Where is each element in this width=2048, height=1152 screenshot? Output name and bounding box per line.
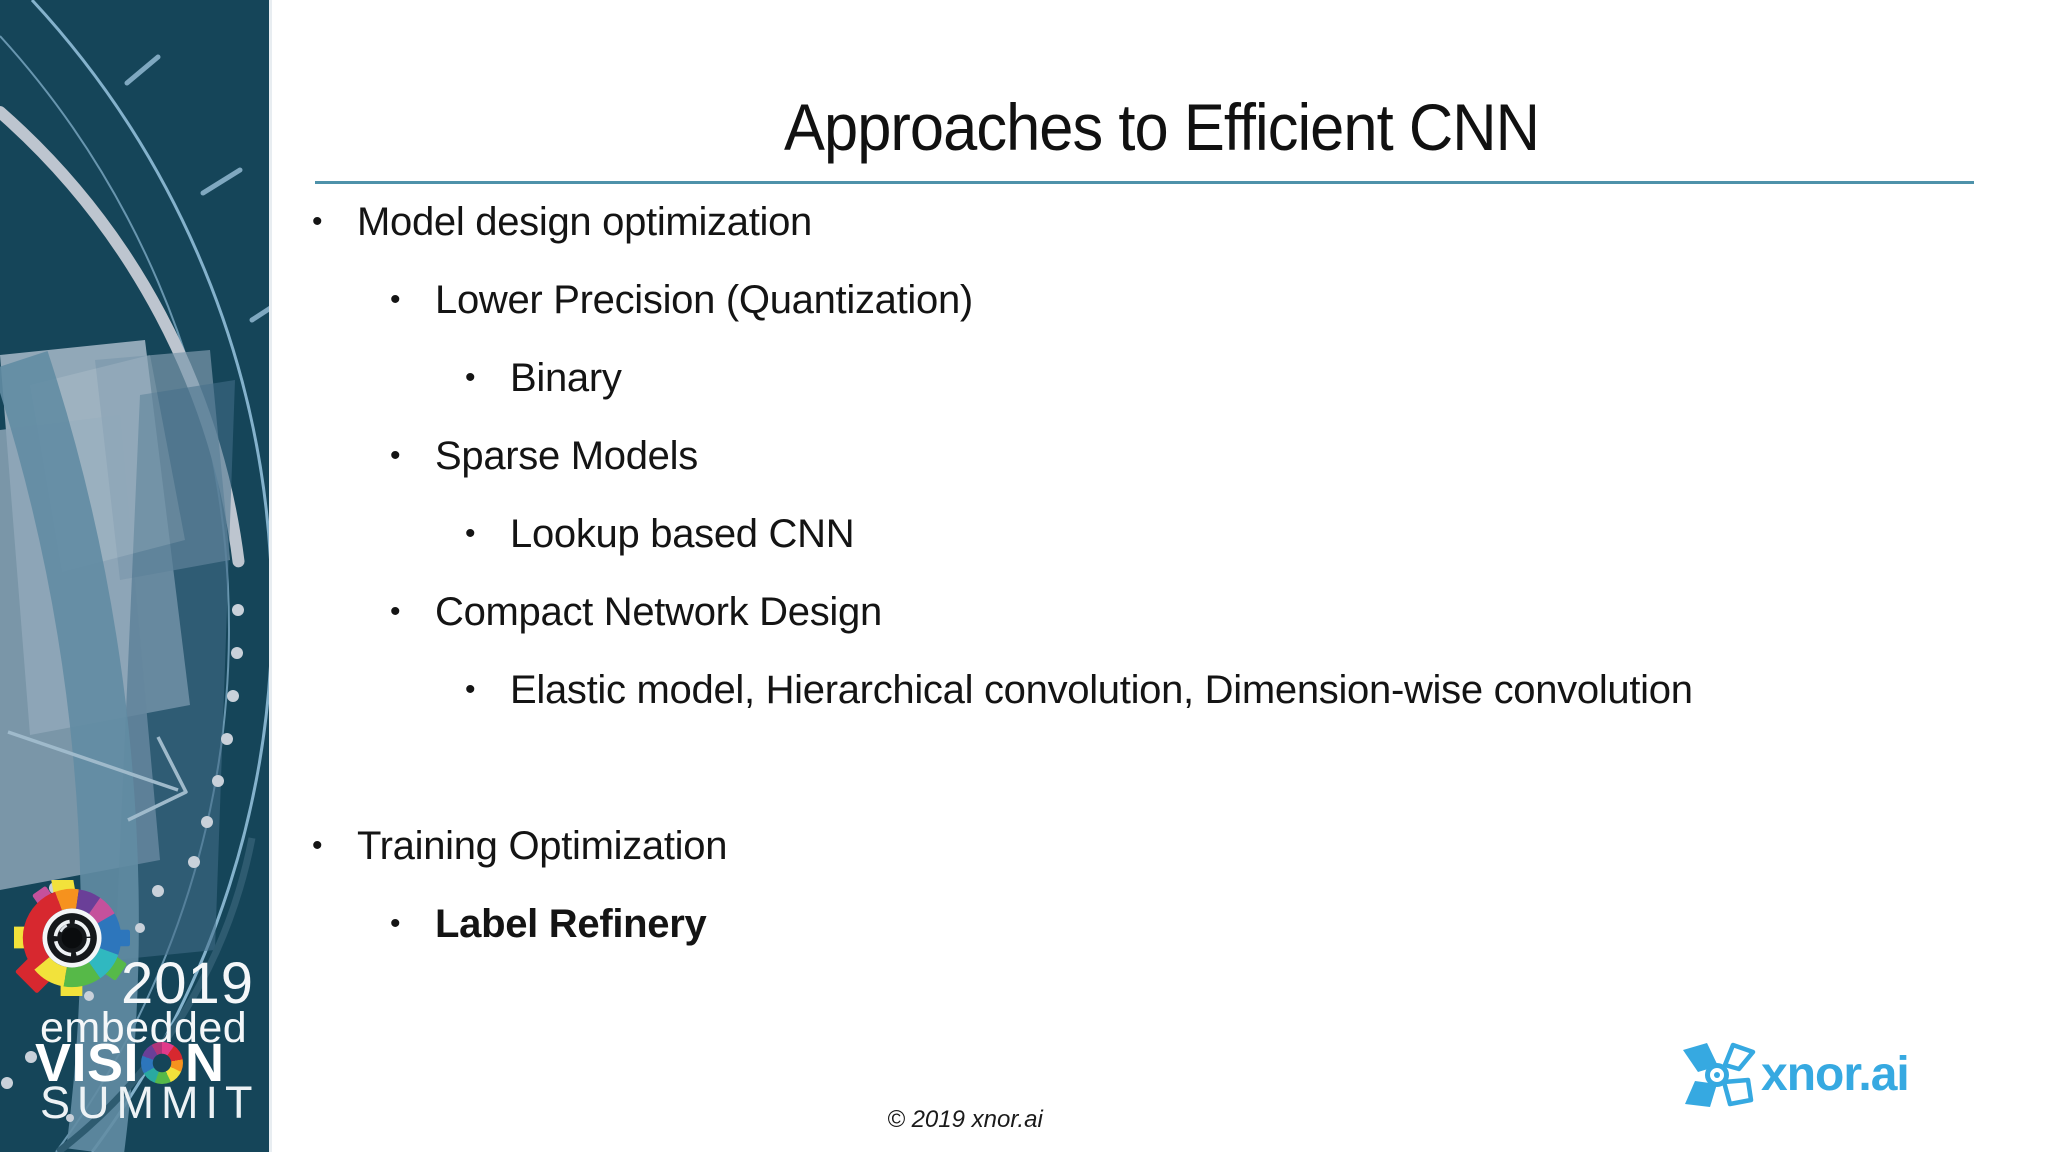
- tick-dashes: [124, 54, 269, 323]
- bullet-text: Training Optimization: [357, 823, 728, 868]
- bullet-item: • Training Optimization: [275, 807, 2048, 885]
- bullet-item: • Sparse Models: [275, 417, 2048, 495]
- bullet-item: • Label Refinery: [275, 885, 2048, 963]
- bullet-item: • Compact Network Design: [275, 573, 2048, 651]
- bullet-marker: •: [465, 673, 476, 706]
- title-underline: [315, 181, 1974, 184]
- logo-year: 2019: [121, 951, 255, 1016]
- xnor-hub-dot: [1714, 1072, 1720, 1078]
- logo-vision-post: N: [185, 1033, 225, 1093]
- bullet-marker: •: [312, 829, 323, 862]
- bullet-marker: •: [465, 361, 476, 394]
- bullet-marker: •: [390, 283, 401, 316]
- bullet-marker: •: [390, 907, 401, 940]
- bullet-marker: •: [312, 205, 323, 238]
- bullet-item: • Model design optimization: [275, 183, 2048, 261]
- bullet-text: Lower Precision (Quantization): [435, 277, 973, 322]
- swath-rect: [115, 380, 235, 960]
- bullet-text: Compact Network Design: [435, 589, 882, 634]
- arrow-outline-icon: [7, 730, 188, 822]
- aperture-eye-icon: [14, 880, 130, 996]
- footer-copyright: © 2019 xnor.ai: [887, 1106, 1043, 1133]
- logo-vision-pre: VISI: [35, 1033, 140, 1093]
- vision-summit-logo: 2019 embedded VISI N SUMMIT: [0, 860, 269, 1152]
- bullet-item: • Lookup based CNN: [275, 495, 2048, 573]
- page-title: Approaches to Efficient CNN: [783, 90, 1540, 164]
- dark-curve: [55, 837, 256, 1152]
- arc-thin-outer: [30, 0, 269, 1152]
- sidebar: 2019 embedded VISI N SUMMIT: [0, 0, 272, 1152]
- logo-embedded: embedded: [40, 1004, 248, 1052]
- aperture-color-ring: [22, 888, 122, 988]
- bullet-item: • Elastic model, Hierarchical convolution…: [275, 651, 2048, 729]
- logo-vision: VISI N: [35, 1036, 225, 1090]
- bullet-item: • Binary: [275, 339, 2048, 417]
- bullet-text: Label Refinery: [435, 901, 707, 946]
- bullet-marker: •: [390, 439, 401, 472]
- dot-trail: [1, 604, 244, 1122]
- xnor-logo: xnor.ai: [1680, 1040, 1910, 1110]
- bullet-text: Elastic model, Hierarchical convolution,…: [510, 667, 1693, 712]
- slide-content: Approaches to Efficient CNN • Model desig…: [275, 0, 2048, 1152]
- sidebar-decoration-art: [0, 0, 269, 1152]
- bullet-text: Binary: [510, 355, 622, 400]
- bullet-item: • Lower Precision (Quantization): [275, 261, 2048, 339]
- bullet-text: Lookup based CNN: [510, 511, 855, 556]
- xnor-x-icon: [1683, 1042, 1756, 1107]
- bullet-marker: •: [465, 517, 476, 550]
- xnor-solid-blades: [1683, 1043, 1718, 1107]
- bullet-text: Model design optimization: [357, 199, 812, 244]
- xnor-wordmark: xnor.ai: [1761, 1048, 1910, 1101]
- arc-thick-gray: [0, 106, 251, 1152]
- logo-summit: SUMMIT: [40, 1077, 260, 1128]
- bullet-text: Sparse Models: [435, 433, 698, 478]
- color-wheel-o-icon: [141, 1042, 184, 1084]
- aperture-lens: [42, 908, 102, 968]
- xnor-outline-blades: [1721, 1042, 1756, 1107]
- bullet-list: • Model design optimization • Lower Precisi…: [275, 183, 2048, 963]
- bullet-marker: •: [390, 595, 401, 628]
- curved-band: [0, 350, 139, 1152]
